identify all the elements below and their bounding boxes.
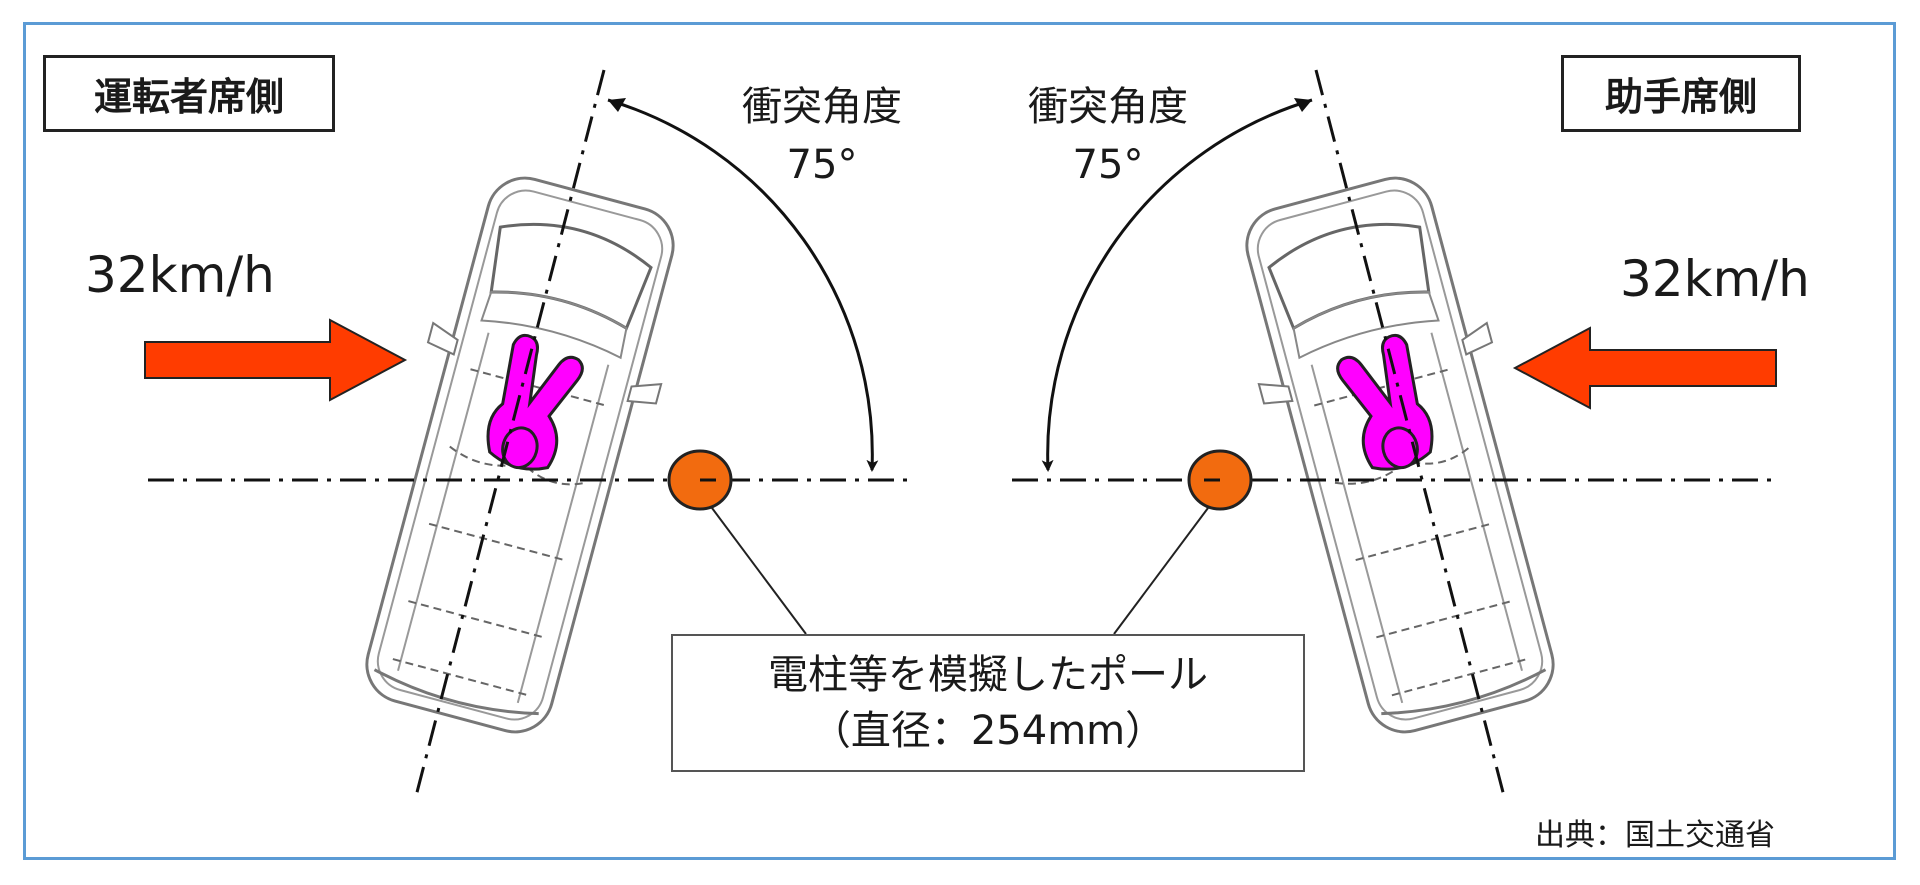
pole-description-line1: 電柱等を模擬したポール xyxy=(768,652,1208,698)
pole-description-line2: （直径：254mm） xyxy=(810,708,1166,754)
left-impact-arrow-icon xyxy=(144,318,408,402)
passenger-side-label: 助手席側 xyxy=(1561,55,1801,132)
right-car-group xyxy=(1012,69,1780,801)
left-car-centerline xyxy=(413,69,606,801)
left-speed-label: 32km/h xyxy=(85,246,275,304)
left-pole-leader xyxy=(711,507,807,635)
right-impact-arrow-icon xyxy=(1512,326,1777,410)
driver-side-title: 運転者席側 xyxy=(93,75,284,119)
right-speed-label: 32km/h xyxy=(1620,250,1810,308)
left-angle-text: 衝突角度 75° xyxy=(722,78,922,194)
right-car-centerline xyxy=(1314,69,1507,801)
passenger-side-title: 助手席側 xyxy=(1604,75,1757,119)
source-credit: 出典：国土交通省 xyxy=(1535,818,1775,853)
right-angle-value: 75° xyxy=(1072,142,1144,188)
pole-description-box: 電柱等を模擬したポール （直径：254mm） xyxy=(671,634,1305,772)
left-angle-value: 75° xyxy=(786,142,858,188)
right-angle-text: 衝突角度 75° xyxy=(1008,78,1208,194)
left-car-icon xyxy=(334,162,706,748)
right-angle-arc xyxy=(1041,98,1313,472)
left-car-group xyxy=(144,69,915,801)
left-angle-arc xyxy=(607,98,879,472)
left-angle-label: 衝突角度 xyxy=(742,84,902,130)
right-angle-label: 衝突角度 xyxy=(1028,84,1188,130)
diagram-frame xyxy=(23,22,1896,860)
driver-side-label: 運転者席側 xyxy=(43,55,335,132)
right-pole-leader xyxy=(1113,507,1209,635)
